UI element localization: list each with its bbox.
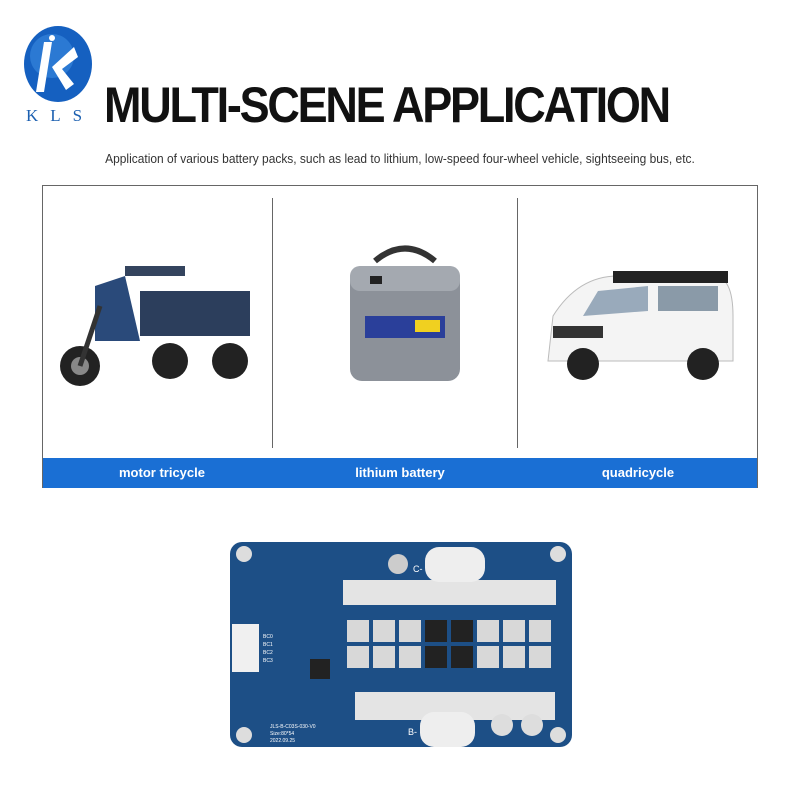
page-title: MULTI-SCENE APPLICATION xyxy=(104,77,671,133)
board-c-label: C- xyxy=(413,564,423,574)
scene-label-quadricycle: quadricycle xyxy=(601,465,675,480)
scene-label-motor-tricycle: motor tricycle xyxy=(119,465,205,480)
board-pin-label: BC0 xyxy=(263,634,273,640)
scene-label-bar: motor tricycle lithium battery quadricyc… xyxy=(43,458,757,488)
bms-pcb-board-image: C- B- BC0 BC1 BC2 BC3 JLS-B-C03S-030-V0 … xyxy=(230,542,572,747)
scenes-panel: motor tricycle lithium battery quadricyc… xyxy=(42,185,758,488)
board-date-label: 2022.09.25 xyxy=(270,738,295,744)
board-b-label: B- xyxy=(408,727,417,737)
page-subtitle: Application of various battery packs, su… xyxy=(105,151,695,166)
logo-text: KLS xyxy=(26,106,95,125)
divider xyxy=(517,198,518,448)
board-size-label: Size:80*54 xyxy=(270,731,294,737)
lithium-battery-image xyxy=(350,245,460,381)
board-pin-label: BC2 xyxy=(263,650,273,656)
quadricycle-image xyxy=(547,271,734,380)
scene-label-lithium-battery: lithium battery xyxy=(355,465,445,480)
kls-logo-icon xyxy=(24,26,92,102)
board-pin-label: BC3 xyxy=(263,658,273,664)
board-model-label: JLS-B-C03S-030-V0 xyxy=(270,724,316,730)
divider xyxy=(272,198,273,448)
motor-tricycle-image xyxy=(60,266,250,386)
board-pin-label: BC1 xyxy=(263,642,273,648)
